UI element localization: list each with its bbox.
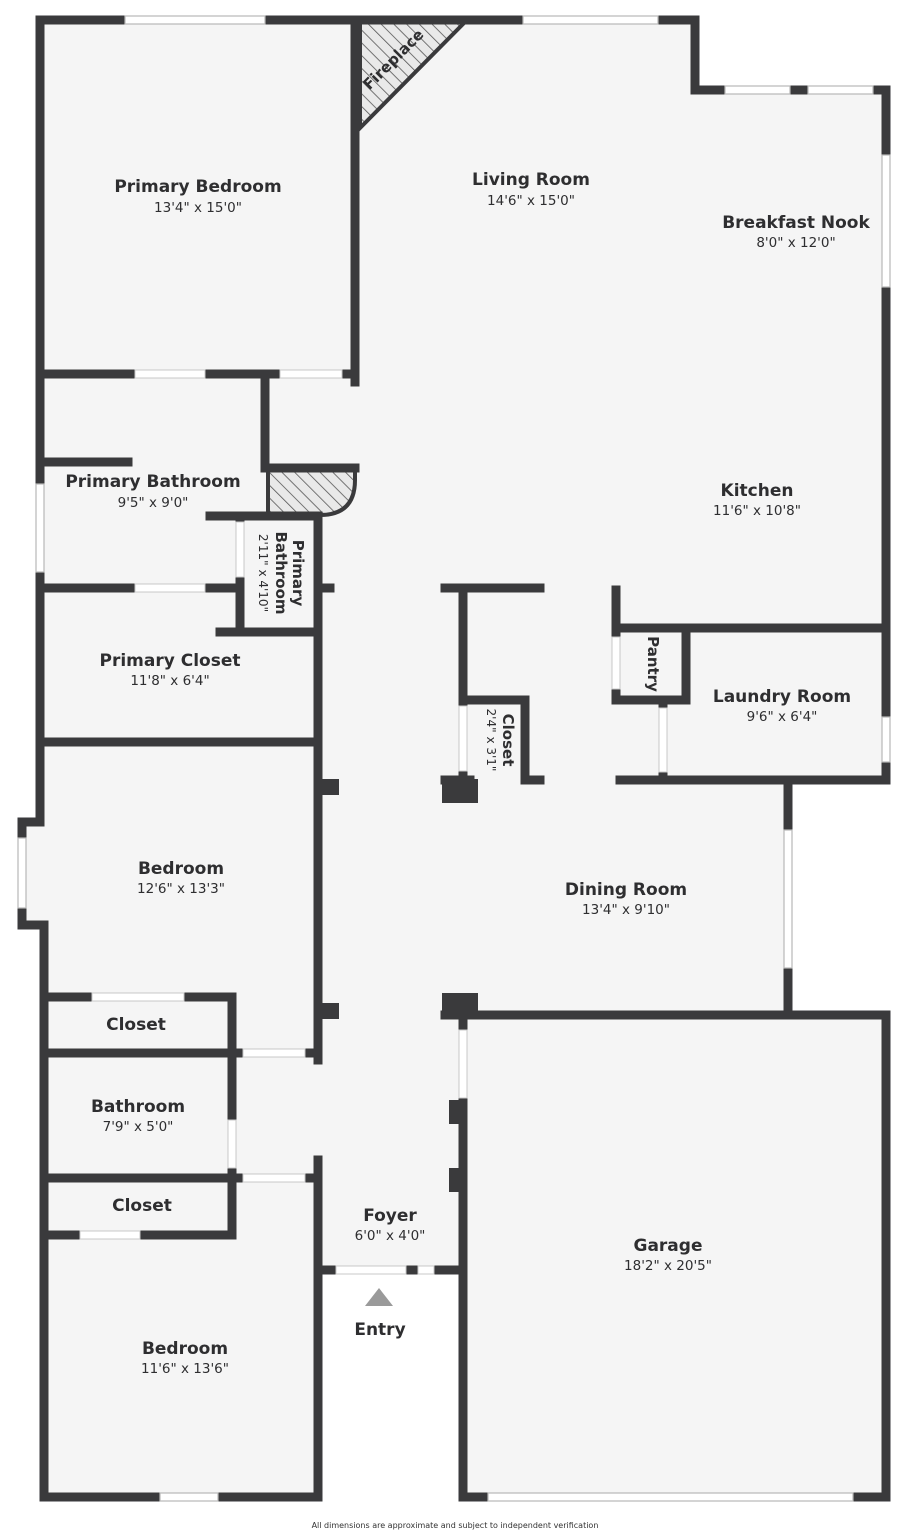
living-room-name: Living Room xyxy=(472,170,590,190)
kitchen-dim: 11'6" x 10'8" xyxy=(713,503,801,519)
primary-closet-name: Primary Closet xyxy=(100,651,241,671)
primary-bathroom-name: Primary Bathroom xyxy=(65,472,240,492)
hall-closet-name: Closet xyxy=(499,714,517,767)
bedroom-1-dim: 12'6" x 13'3" xyxy=(137,881,225,897)
bedroom-2-dim: 11'6" x 13'6" xyxy=(141,1361,229,1377)
floor-fill xyxy=(22,20,886,1497)
entry-label: Entry xyxy=(354,1320,405,1340)
closet-1-name: Closet xyxy=(106,1015,166,1035)
breakfast-nook-name: Breakfast Nook xyxy=(722,213,870,233)
bedroom-1-name: Bedroom xyxy=(138,859,224,879)
primary-bathroom-small-label: Primary Bathroom 2'11" x 4'10" xyxy=(256,531,307,614)
bathroom-dim: 7'9" x 5'0" xyxy=(103,1119,174,1135)
disclaimer-footnote: All dimensions are approximate and subje… xyxy=(311,1521,599,1530)
kitchen-name: Kitchen xyxy=(721,481,794,501)
primary-bedroom-dim: 13'4" x 15'0" xyxy=(154,200,242,216)
fireplace: Fireplace xyxy=(358,20,470,133)
windows xyxy=(17,15,891,1502)
primary-bedroom-name: Primary Bedroom xyxy=(114,177,281,197)
dining-room-name: Dining Room xyxy=(565,880,687,900)
primary-bathroom-small-name2: Bathroom xyxy=(272,531,290,614)
primary-closet-dim: 11'8" x 6'4" xyxy=(130,673,209,689)
bathroom-name: Bathroom xyxy=(91,1097,185,1117)
shaft-hatch xyxy=(266,466,357,517)
room-labels: Primary Bedroom 13'4" x 15'0" Living Roo… xyxy=(65,170,870,1377)
door-openings xyxy=(79,369,668,1275)
foyer-name: Foyer xyxy=(363,1206,417,1226)
breakfast-nook-dim: 8'0" x 12'0" xyxy=(756,235,835,251)
entry-arrow-icon xyxy=(365,1288,393,1306)
hall-closet-label: Closet 2'4" x 3'1" xyxy=(484,709,517,772)
primary-bathroom-dim: 9'5" x 9'0" xyxy=(118,495,189,511)
pantry-name: Pantry xyxy=(644,636,662,692)
closet-2-name: Closet xyxy=(112,1196,172,1216)
garage-name: Garage xyxy=(634,1236,703,1256)
laundry-room-dim: 9'6" x 6'4" xyxy=(747,709,818,725)
primary-bathroom-small-dim: 2'11" x 4'10" xyxy=(256,534,270,612)
dining-room-dim: 13'4" x 9'10" xyxy=(582,902,670,918)
hall-closet-dim: 2'4" x 3'1" xyxy=(484,709,498,772)
living-room-dim: 14'6" x 15'0" xyxy=(487,193,575,209)
garage-dim: 18'2" x 20'5" xyxy=(624,1258,712,1274)
bedroom-2-name: Bedroom xyxy=(142,1339,228,1359)
primary-bathroom-small-name1: Primary xyxy=(289,540,307,607)
wall-posts xyxy=(315,779,478,1192)
laundry-room-name: Laundry Room xyxy=(713,687,851,707)
foyer-dim: 6'0" x 4'0" xyxy=(355,1228,426,1244)
